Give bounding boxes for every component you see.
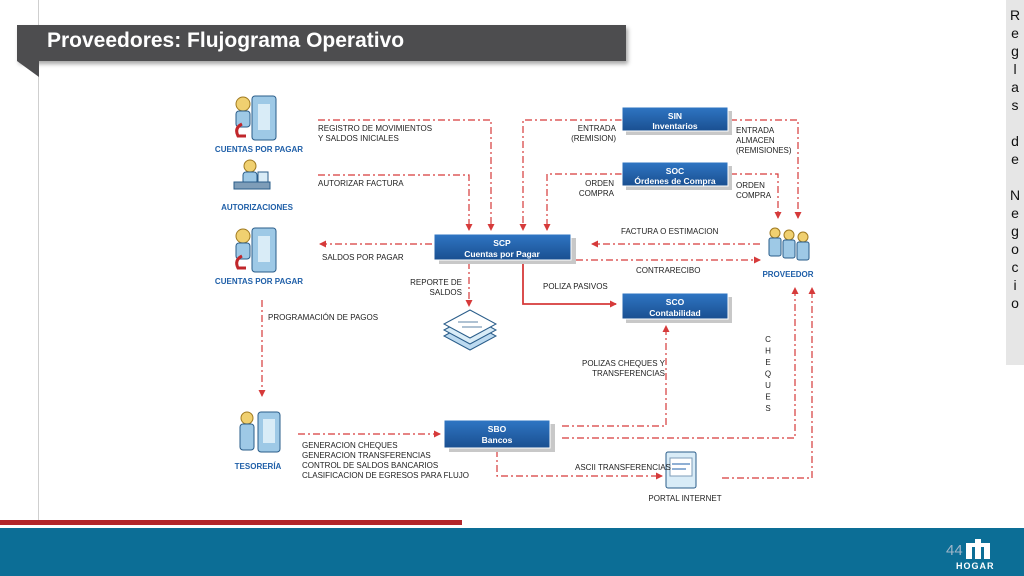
tesoreria-icon [239,411,281,453]
side-letter: s [1011,97,1019,113]
side-letter: R [1009,7,1021,23]
side-letter: g [1011,223,1019,239]
side-letter: i [1013,277,1017,293]
role-tesoreria: TESORERÍA [235,462,282,471]
cheques-letter: H [765,347,771,356]
label-reporte-1: REPORTE DE [410,278,462,287]
label-orden-p-1: ORDEN [736,181,765,190]
sco-name: Contabilidad [649,308,700,318]
label-gen-4: CLASIFICACION DE EGRESOS PARA FLUJO [302,471,469,480]
sco-code: SCO [666,297,685,307]
flow-portal-proveedor [722,287,816,479]
label-reporte-2: SALDOS [430,288,462,297]
label-orden-2: COMPRA [579,189,615,198]
sin-name: Inventarios [652,121,698,131]
sin-code: SIN [668,111,682,121]
label-gen-3: CONTROL DE SALDOS BANCARIOS [302,461,438,470]
side-letter: N [1009,187,1021,203]
footer-bar [0,528,1024,576]
label-entrada-alm-3: (REMISIONES) [736,146,792,155]
title-fold [17,61,39,77]
flow-orden-compra-scp [543,173,622,231]
side-letter: e [1011,25,1019,41]
flow-cheques [562,287,799,439]
label-programacion: PROGRAMACIÓN DE PAGOS [268,313,378,322]
sbo-box [443,419,551,449]
side-letter: g [1011,43,1019,59]
label-orden-p-2: COMPRA [736,191,772,200]
page-title: Proveedores: Flujograma Operativo [47,29,405,52]
portal-internet-icon [665,451,697,489]
label-factura: FACTURA O ESTIMACION [621,227,719,236]
label-registro-2: Y SALDOS INICIALES [318,134,399,143]
cheques-letter: E [765,393,770,402]
label-registro-1: REGISTRO DE MOVIMIENTOS [318,124,432,133]
label-autorizar: AUTORIZAR FACTURA [318,179,404,188]
label-entrada-alm-2: ALMACEN [736,136,775,145]
scp-code: SCP [493,238,511,248]
logo-text: HOGAR [956,561,995,571]
proveedor-icon [768,227,810,261]
label-orden-1: ORDEN [585,179,614,188]
role-cuentas-por-pagar-1: CUENTAS POR PAGAR [215,145,303,154]
label-saldos: SALDOS POR PAGAR [322,253,404,262]
flow-autorizar [318,174,473,231]
side-letter: e [1011,205,1019,221]
soc-name: Órdenes de Compra [634,175,716,186]
flow-poliza-pasivos [522,262,617,308]
label-polizas-cheques-2: TRANSFERENCIAS [592,369,665,378]
report-stack-icon [442,309,498,351]
role-portal-internet: PORTAL INTERNET [648,494,721,503]
scp-name: Cuentas por Pagar [464,249,540,259]
flow-registro [318,119,495,231]
left-guide-line [38,0,39,525]
role-autorizaciones: AUTORIZACIONES [221,203,294,212]
side-letter: e [1011,151,1019,167]
page-number: 44 [946,542,963,559]
label-entrada-1: ENTRADA [578,124,617,133]
sbo-code: SBO [488,424,507,434]
cheques-letter: E [765,358,770,367]
sco-box [621,292,729,320]
side-letter: o [1011,241,1019,257]
sin-box [621,106,729,132]
soc-box [621,161,729,187]
label-contrarecibo: CONTRARECIBO [636,266,700,275]
flow-ascii [496,450,663,480]
flow-orden-compra-prov [730,173,782,219]
soc-code: SOC [666,166,684,176]
side-letter: c [1011,259,1019,275]
flow-entrada-remision [519,119,622,231]
side-letter: d [1011,133,1019,149]
cuentas-por-pagar-2-icon [235,227,277,273]
label-gen-2: GENERACION TRANSFERENCIAS [302,451,431,460]
cheques-letter: S [765,404,770,413]
label-cheques-vertical: CHEQUES [765,335,771,413]
title-bar: Proveedores: Flujograma Operativo [17,25,626,61]
sbo-name: Bancos [482,435,513,445]
side-letter: l [1013,61,1017,77]
label-ascii: ASCII TRANSFERENCIAS [575,463,671,472]
role-proveedor: PROVEEDOR [762,270,813,279]
cheques-letter: C [765,335,771,344]
cheques-letter: U [765,381,771,390]
label-entrada-alm-1: ENTRADA [736,126,775,135]
scp-box [433,233,572,261]
flow-polizas-cheques [562,325,670,427]
autorizaciones-icon [233,159,271,190]
label-gen-1: GENERACION CHEQUES [302,441,398,450]
side-letter: a [1011,79,1019,95]
cheques-letter: Q [765,370,771,379]
cuentas-por-pagar-1-icon [235,95,277,141]
role-cuentas-por-pagar-2: CUENTAS POR PAGAR [215,277,303,286]
label-poliza: POLIZA PASIVOS [543,282,608,291]
label-polizas-cheques-1: POLIZAS CHEQUES Y [582,359,666,368]
side-letter: o [1011,295,1019,311]
footer-accent-line [0,520,462,525]
label-entrada-2: (REMISION) [571,134,616,143]
